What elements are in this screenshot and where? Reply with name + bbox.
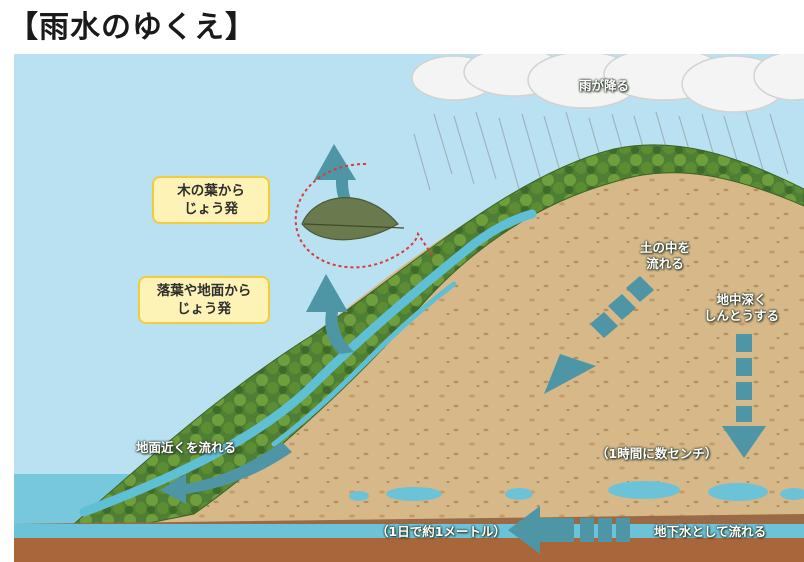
note-ground-evaporation: 落葉や地面から じょう発 [138, 276, 270, 324]
note-ground-line1: 落葉や地面から [156, 283, 252, 299]
label-deep-rate: （1時間に数センチ） [596, 446, 718, 461]
page-title: 【雨水のゆくえ】 [8, 10, 256, 45]
deep-infiltration-arrow [722, 334, 766, 458]
label-rain: 雨が降る [579, 78, 630, 93]
note-leaf-evaporation: 木の葉から じょう発 [152, 176, 270, 224]
water-cycle-diagram: 雨が降る 木の葉から じょう発 落葉や地面から じょう発 土の中を 流れる 地中… [14, 54, 804, 562]
label-deep-line2: しんとうする [704, 307, 780, 323]
note-leaf-line1: 木の葉から [177, 183, 245, 199]
cloud-icon [411, 54, 804, 113]
label-surface-flow: 地面近くを流れる [136, 440, 237, 455]
label-soil-flow-line2: 流れる [646, 255, 684, 271]
stream-branch [271, 281, 457, 447]
label-soil-flow: 土の中を 流れる [640, 240, 690, 271]
label-soil-flow-line1: 土の中を [640, 240, 691, 255]
label-groundwater-rate: （1日で約1メートル） [376, 524, 506, 539]
water-pockets [349, 481, 804, 501]
label-deep-line1: 地中深く [716, 292, 767, 307]
evap-arrow-ground [306, 274, 354, 354]
label-deep-infiltration: 地中深く しんとうする [704, 292, 779, 323]
clay-layer [14, 538, 804, 562]
groundwater-flow-arrow [508, 506, 630, 554]
evap-arrow-leaf [314, 144, 356, 210]
leaf-zoom-circle [294, 163, 435, 269]
surface-flow-arrow [160, 442, 292, 504]
soil-flow-arrow [544, 276, 654, 394]
note-ground-line2: じょう発 [177, 300, 231, 317]
leaf-icon [301, 197, 405, 241]
note-leaf-line2: じょう発 [184, 200, 238, 217]
label-groundwater-flow: 地下水として流れる [654, 524, 767, 539]
